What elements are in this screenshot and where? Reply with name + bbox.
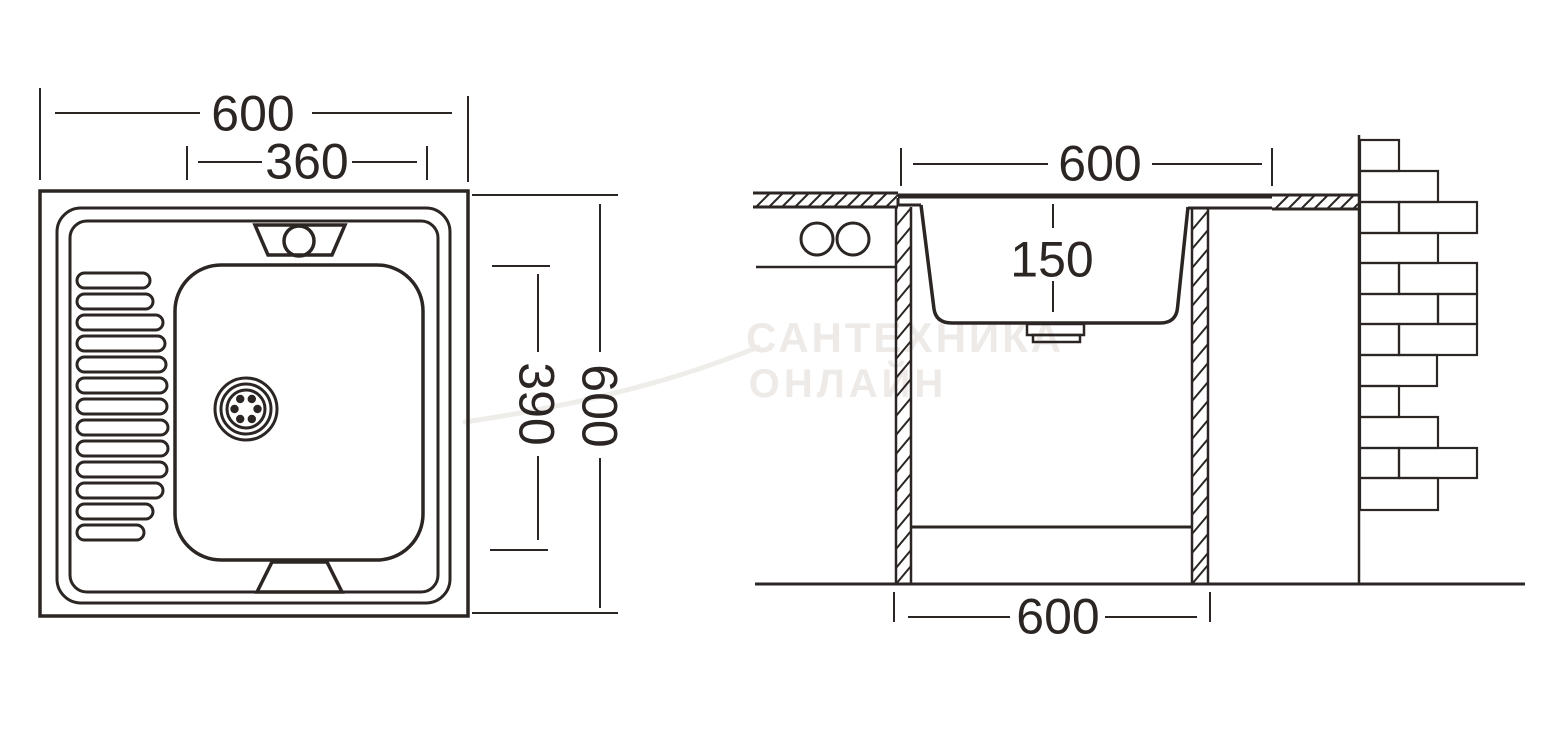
brick	[1397, 200, 1479, 235]
drain	[213, 376, 279, 442]
drainboard-rib	[75, 313, 165, 332]
sink-outer-edge	[38, 189, 470, 618]
dimension-lines	[186, 146, 428, 180]
dimension-label-150: 150	[1010, 232, 1093, 288]
dimension-lines	[39, 88, 469, 182]
drain-hole	[236, 414, 245, 424]
watermark-line1: САНТЕХНИКА	[746, 314, 1064, 361]
bottom-mount-trapezoid	[254, 560, 345, 594]
brick	[1358, 261, 1401, 296]
dimension-basin-depth: 390	[490, 265, 565, 551]
dimension-label-360: 360	[265, 134, 348, 190]
dimension-top-view-width: 600	[39, 86, 469, 182]
cabinet-wall-left-hatch	[895, 207, 912, 585]
brick	[1358, 231, 1440, 265]
cabinet-wall-right	[1190, 209, 1210, 584]
dimension-label-600-bottom: 600	[1016, 589, 1099, 645]
drain-hole	[253, 404, 262, 414]
brick	[1358, 169, 1440, 204]
brick	[1358, 322, 1401, 357]
brick	[1358, 353, 1439, 388]
drain-flange-lower	[1031, 333, 1082, 344]
cabinet-knob-left	[799, 221, 835, 257]
drainboard-rib	[75, 481, 165, 500]
brick	[1358, 292, 1440, 326]
top-view: 600 360 390 600	[38, 86, 628, 618]
watermark-line2: ОНЛАЙН	[749, 360, 948, 406]
drain-hole	[247, 414, 256, 424]
drainboard-rib	[75, 397, 169, 416]
drainboard-rib	[75, 292, 155, 311]
drainboard-rib	[75, 418, 170, 437]
faucet-hole	[282, 224, 316, 258]
dimension-section-rim-width: 600	[900, 136, 1273, 192]
brick	[1436, 292, 1479, 326]
brick	[1358, 476, 1440, 512]
sink-rim-outer-line	[55, 206, 452, 605]
brick	[1358, 384, 1401, 419]
sink-rim-underside	[896, 198, 1272, 210]
drainboard-rib	[75, 355, 168, 374]
drain-hole	[247, 394, 256, 404]
sink-basin	[173, 263, 425, 562]
section-view: 600 150 600	[753, 135, 1525, 645]
dimension-lines	[893, 592, 1211, 622]
brick	[1358, 138, 1401, 173]
dimension-lines	[900, 148, 1273, 186]
drainboard-rib	[75, 334, 167, 353]
dimension-label-600: 600	[211, 86, 294, 142]
dimension-basin-width: 360	[186, 134, 428, 190]
drainboard-rib	[75, 460, 169, 479]
dimension-label-390: 390	[509, 362, 565, 445]
dimension-bowl-depth: 150	[1010, 204, 1094, 312]
faucet-mount-trapezoid	[252, 223, 348, 257]
drainboard-rib	[75, 523, 146, 542]
brick	[1358, 415, 1440, 450]
dimension-lines	[490, 265, 550, 551]
drain-hole	[236, 394, 245, 404]
cabinet-knob-right	[835, 221, 871, 257]
dimension-lines	[472, 194, 618, 614]
dimension-label-600-vertical: 600	[572, 364, 628, 447]
drainboard-rib	[75, 271, 152, 290]
brick	[1358, 200, 1401, 235]
drainboard-rib	[75, 439, 170, 458]
countertop-right-hatch	[1274, 194, 1359, 210]
dimension-label-600-top: 600	[1058, 136, 1141, 192]
brick-wall	[1357, 135, 1479, 584]
drain-middle-ring	[219, 382, 273, 436]
countertop-left-hatch	[755, 192, 899, 208]
drain-hole	[230, 404, 239, 414]
brick	[1397, 446, 1479, 480]
brick	[1397, 322, 1479, 357]
drain-outer-ring	[213, 376, 279, 442]
drainboard-rib	[75, 502, 155, 521]
watermark-swoosh	[462, 344, 761, 425]
brick	[1397, 261, 1479, 296]
drainboard-rib	[75, 376, 169, 395]
cabinet-wall-right-hatch	[1191, 210, 1209, 585]
brick	[1358, 446, 1401, 480]
dimension-cabinet-width: 600	[893, 589, 1211, 645]
drainboard-ribs	[75, 271, 170, 542]
drain-inner-ring	[225, 388, 267, 430]
sink-rim-inner-line	[68, 219, 440, 594]
dimension-top-view-depth: 600	[472, 194, 628, 614]
